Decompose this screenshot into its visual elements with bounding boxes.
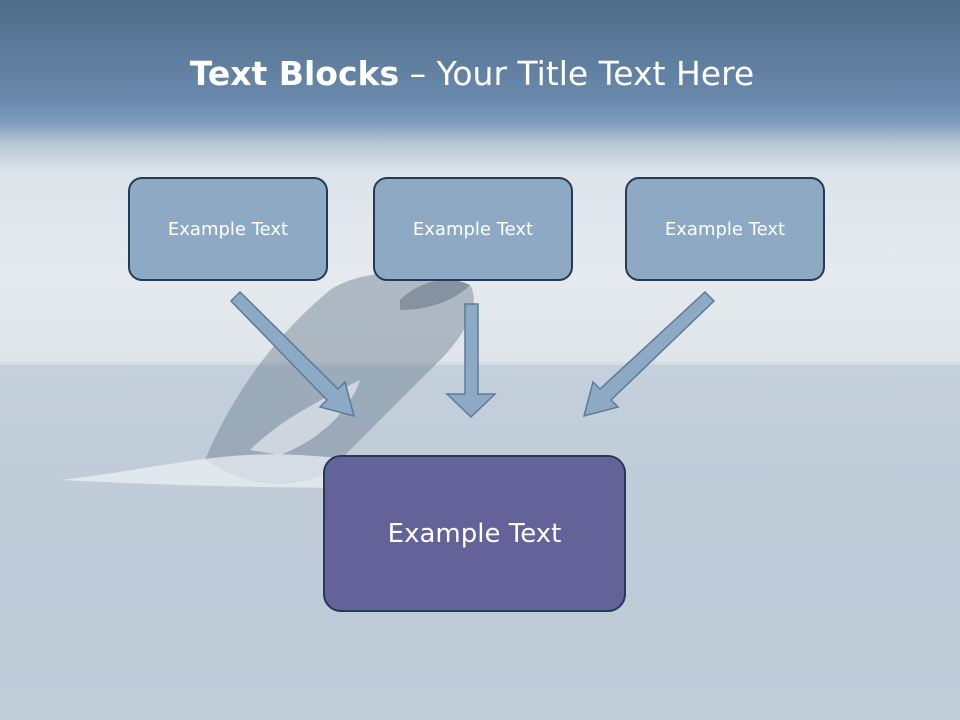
main-text-block-label: Example Text (387, 518, 562, 549)
text-block-3[interactable]: Example Text (625, 177, 825, 281)
text-block-3-label: Example Text (664, 218, 786, 240)
slide-title: Text Blocks – Your Title Text Here (0, 54, 944, 93)
text-block-2[interactable]: Example Text (373, 177, 573, 281)
title-separator: – (399, 54, 437, 93)
main-text-block[interactable]: Example Text (323, 455, 626, 612)
text-block-1-label: Example Text (167, 218, 289, 240)
text-block-1[interactable]: Example Text (128, 177, 328, 281)
arrow-right-icon (582, 290, 716, 418)
title-bold: Text Blocks (189, 54, 400, 93)
arrow-down-icon (445, 303, 497, 419)
text-block-2-label: Example Text (412, 218, 534, 240)
arrow-left-icon (229, 290, 356, 418)
title-rest: Your Title Text Here (436, 54, 755, 93)
